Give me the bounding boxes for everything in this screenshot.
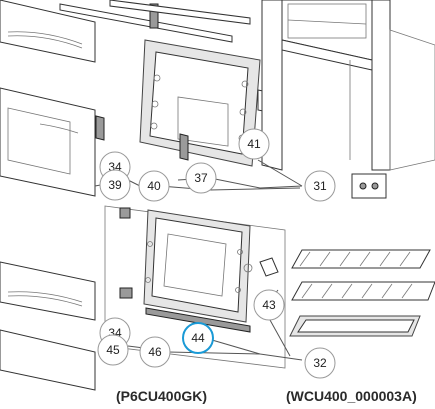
callout-41: 41	[238, 128, 270, 160]
callout-39: 39	[99, 169, 131, 201]
upper-rail-parts	[59, 0, 251, 43]
svg-text:46: 46	[148, 345, 162, 359]
callout-32: 32	[304, 347, 336, 379]
caption-left-model: (P6CU400GK)	[116, 388, 208, 404]
lower-door-panel	[104, 205, 286, 369]
svg-text:45: 45	[106, 343, 120, 357]
callout-37: 37	[185, 162, 217, 194]
upper-inner-door-frame	[95, 39, 269, 167]
svg-text:41: 41	[247, 137, 261, 151]
svg-text:44: 44	[191, 331, 205, 345]
callout-44-highlighted: 44	[182, 322, 214, 354]
lower-drawer-front	[0, 261, 96, 391]
svg-text:43: 43	[262, 298, 276, 312]
callout-40: 40	[138, 170, 170, 202]
svg-text:31: 31	[313, 179, 327, 193]
callout-46: 46	[139, 336, 171, 368]
caption-right-model: (WCU400_000003A)	[286, 388, 417, 404]
svg-text:32: 32	[313, 356, 327, 370]
svg-text:40: 40	[147, 179, 161, 193]
callout-43: 43	[253, 289, 285, 321]
upper-drawer-front	[0, 0, 96, 197]
oven-body	[261, 0, 435, 171]
callout-45: 45	[97, 334, 129, 366]
svg-text:37: 37	[194, 171, 208, 185]
oven-racks	[289, 249, 435, 337]
callout-31: 31	[304, 170, 336, 202]
svg-text:39: 39	[108, 178, 122, 192]
hinge-parts-upper	[351, 173, 387, 199]
